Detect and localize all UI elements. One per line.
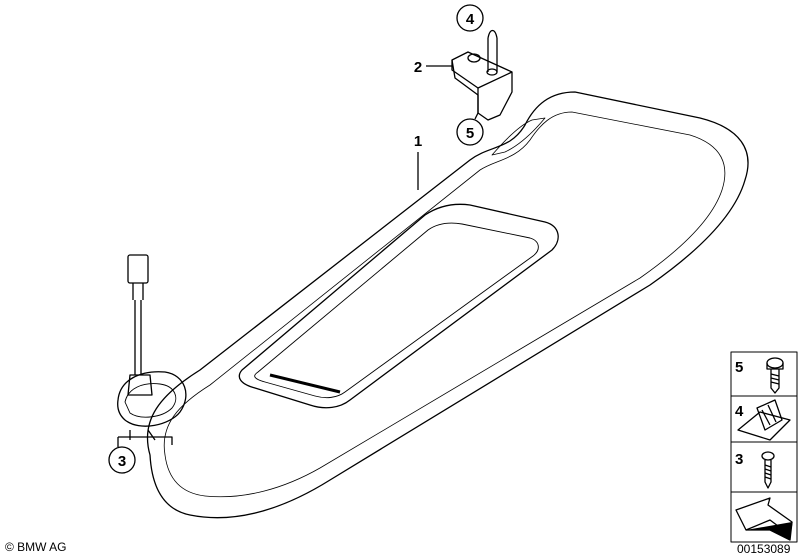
- callout-4: 4: [456, 4, 484, 32]
- direction-arrow-icon: [735, 497, 793, 541]
- copyright-text: © BMW AG: [5, 540, 67, 554]
- visor-mount-bearing: [117, 254, 187, 445]
- svg-text:5: 5: [735, 359, 743, 376]
- parts-legend: 5 4 3: [730, 351, 798, 543]
- screw-icon: [766, 357, 784, 394]
- svg-text:3: 3: [735, 451, 743, 468]
- callout-5: 5: [456, 112, 484, 146]
- sun-visor: [146, 91, 749, 519]
- clip-nut-icon: [737, 399, 791, 441]
- svg-text:1: 1: [414, 133, 422, 150]
- callout-1: 1: [414, 133, 422, 190]
- screw-icon: [761, 451, 775, 489]
- drawing-number: 00153089: [737, 542, 791, 556]
- svg-text:3: 3: [118, 453, 126, 470]
- callout-2: 2: [414, 59, 452, 76]
- svg-text:2: 2: [414, 59, 422, 76]
- svg-text:5: 5: [466, 125, 474, 142]
- visor-clip-holder: [451, 29, 513, 121]
- svg-text:4: 4: [735, 403, 744, 420]
- callout-3: 3: [108, 437, 136, 474]
- svg-text:4: 4: [466, 11, 475, 28]
